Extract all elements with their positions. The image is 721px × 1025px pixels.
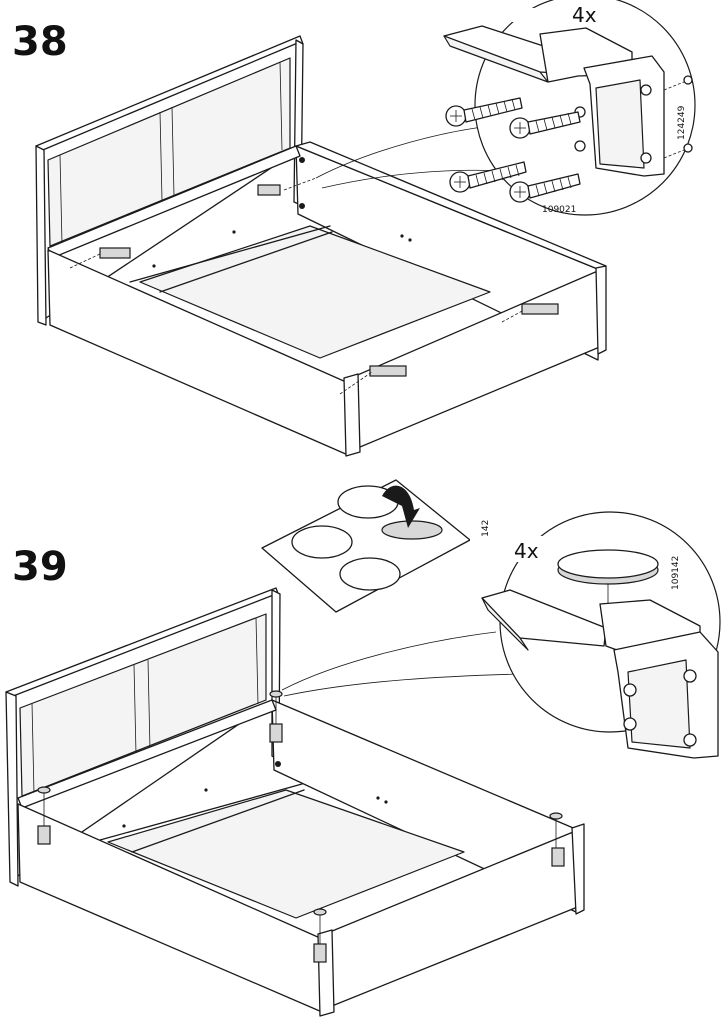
pad-positions [37,690,565,963]
bracket-part-number: 124249 [677,105,687,140]
bracket [481,589,719,759]
quantity-label: 4x [514,539,539,563]
detail-leader [281,631,497,691]
step-39: 39 109142 [5,479,721,1017]
headboard-inset [19,613,267,797]
step-number: 39 [12,544,68,590]
peel-arrow-icon [382,485,420,528]
bracket [443,25,693,177]
inner-base [139,225,491,359]
inner-base [107,789,465,919]
screws [445,97,581,203]
headboard-left-post [5,691,19,887]
detail-callout: 4x 124249 [432,0,696,216]
pad-part-number: 109142 [671,556,681,590]
corner-fittings [69,157,559,395]
quantity-label: 4x [572,3,597,27]
felt-pads-sheet [261,479,471,613]
headboard-left-post [35,145,47,326]
bed-frame [35,35,607,457]
bed-frame [5,587,585,1017]
step-number: 38 [12,19,68,65]
detail-callout: 4x 109142 [470,511,721,759]
screw-part-number: 109021 [542,205,576,215]
foot-post-right [595,265,607,355]
foot-post-left [343,373,361,457]
foot-post-right [571,823,585,915]
step-38: 38 [12,0,696,457]
